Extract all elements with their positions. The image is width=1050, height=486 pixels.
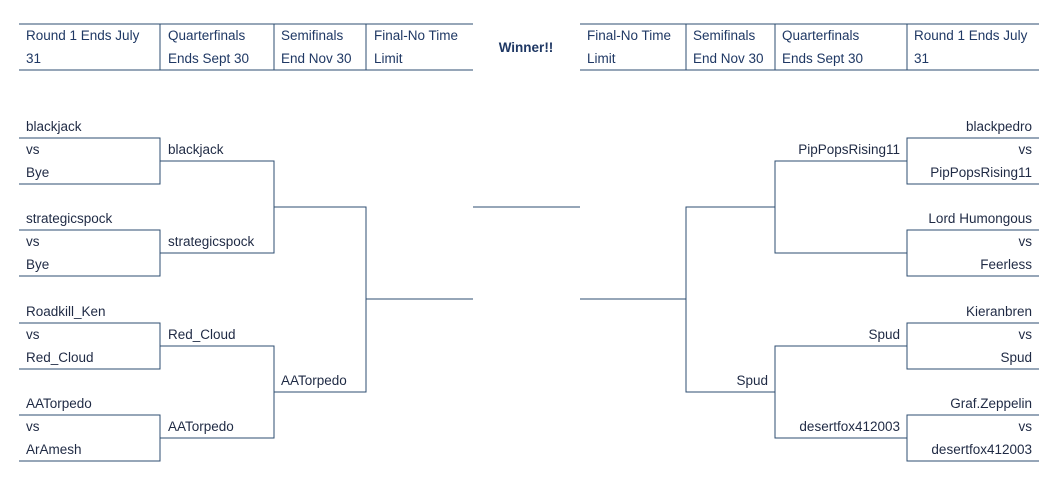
header-semifinals-left-line2: End Nov 30 xyxy=(281,51,352,66)
header-quarterfinals-left-line1: Quarterfinals xyxy=(168,28,246,43)
header: Round 1 Ends July 31 Quarterfinals Ends … xyxy=(19,23,1039,71)
header-round1-left-line1: Round 1 Ends July xyxy=(26,28,140,43)
right-r1-m3-bottom: Spud xyxy=(1000,350,1032,365)
header-final-left-line1: Final-No Time xyxy=(374,28,458,43)
left-bracket-lines xyxy=(19,137,580,462)
left-r1-m4-top: AATorpedo xyxy=(26,396,92,411)
header-quarterfinals-right-line2: Ends Sept 30 xyxy=(782,51,863,66)
right-r1-m1-top: blackpedro xyxy=(966,119,1032,134)
left-r1-m1-top: blackjack xyxy=(26,119,82,134)
right-sf-connector xyxy=(685,206,775,393)
left-r1-m2-top: strategicspock xyxy=(26,211,113,226)
left-sf-connector xyxy=(274,206,367,393)
left-qf-3: Red_Cloud xyxy=(168,327,236,342)
left-qf-2: strategicspock xyxy=(168,234,255,249)
right-r1-m2-top: Lord Humongous xyxy=(928,211,1032,226)
left-r1-m4-vs: vs xyxy=(26,419,40,434)
right-r1-m4-bottom: desertfox412003 xyxy=(931,442,1032,457)
right-r1-m1-bottom: PipPopsRising11 xyxy=(930,165,1032,180)
right-round1: blackpedro vs PipPopsRising11 Lord Humon… xyxy=(928,119,1032,457)
left-r1-m1-vs: vs xyxy=(26,142,40,157)
header-quarterfinals-left-line2: Ends Sept 30 xyxy=(168,51,249,66)
left-r1-m3-bottom: Red_Cloud xyxy=(26,350,94,365)
right-quarterfinals: PipPopsRising11 Spud desertfox412003 xyxy=(798,142,900,434)
right-semifinals: Spud xyxy=(736,373,768,388)
left-semifinals: AATorpedo xyxy=(281,373,347,388)
right-qf-1: PipPopsRising11 xyxy=(798,142,900,157)
header-round1-right-line2: 31 xyxy=(914,51,929,66)
right-r1-m2-vs: vs xyxy=(1019,234,1033,249)
header-semifinals-right-line2: End Nov 30 xyxy=(693,51,764,66)
right-qf-3: Spud xyxy=(868,327,900,342)
left-sf-2: AATorpedo xyxy=(281,373,347,388)
header-semifinals-left-line1: Semifinals xyxy=(281,28,344,43)
header-final-left-line2: Limit xyxy=(374,51,403,66)
right-qf-connector-1 xyxy=(774,160,907,254)
header-quarterfinals-right-line1: Quarterfinals xyxy=(782,28,860,43)
winner-label: Winner!! xyxy=(499,40,554,55)
right-r1-m1-vs: vs xyxy=(1019,142,1033,157)
right-bracket-lines xyxy=(580,137,1039,462)
right-r1-m3-vs: vs xyxy=(1019,327,1033,342)
header-final-right-line2: Limit xyxy=(587,51,616,66)
right-r1-m4-top: Graf.Zeppelin xyxy=(950,396,1032,411)
header-final-right-line1: Final-No Time xyxy=(587,28,671,43)
header-round1-right-line1: Round 1 Ends July xyxy=(914,28,1028,43)
header-semifinals-right-line1: Semifinals xyxy=(693,28,756,43)
right-r1-m2-bottom: Feerless xyxy=(980,257,1032,272)
left-round1: blackjack vs Bye strategicspock vs Bye R… xyxy=(26,119,113,457)
right-r1-m3-top: Kieranbren xyxy=(966,304,1032,319)
right-sf-2: Spud xyxy=(736,373,768,388)
left-r1-m2-bottom: Bye xyxy=(26,257,49,272)
right-qf-4: desertfox412003 xyxy=(799,419,900,434)
left-qf-1: blackjack xyxy=(168,142,224,157)
right-r1-m4-vs: vs xyxy=(1019,419,1033,434)
left-quarterfinals: blackjack strategicspock Red_Cloud AATor… xyxy=(168,142,255,434)
left-qf-4: AATorpedo xyxy=(168,419,234,434)
left-r1-m3-top: Roadkill_Ken xyxy=(26,304,106,319)
left-r1-m3-vs: vs xyxy=(26,327,40,342)
left-r1-m1-bottom: Bye xyxy=(26,165,49,180)
header-round1-left-line2: 31 xyxy=(26,51,41,66)
left-r1-m4-bottom: ArAmesh xyxy=(26,442,82,457)
left-r1-m2-vs: vs xyxy=(26,234,40,249)
